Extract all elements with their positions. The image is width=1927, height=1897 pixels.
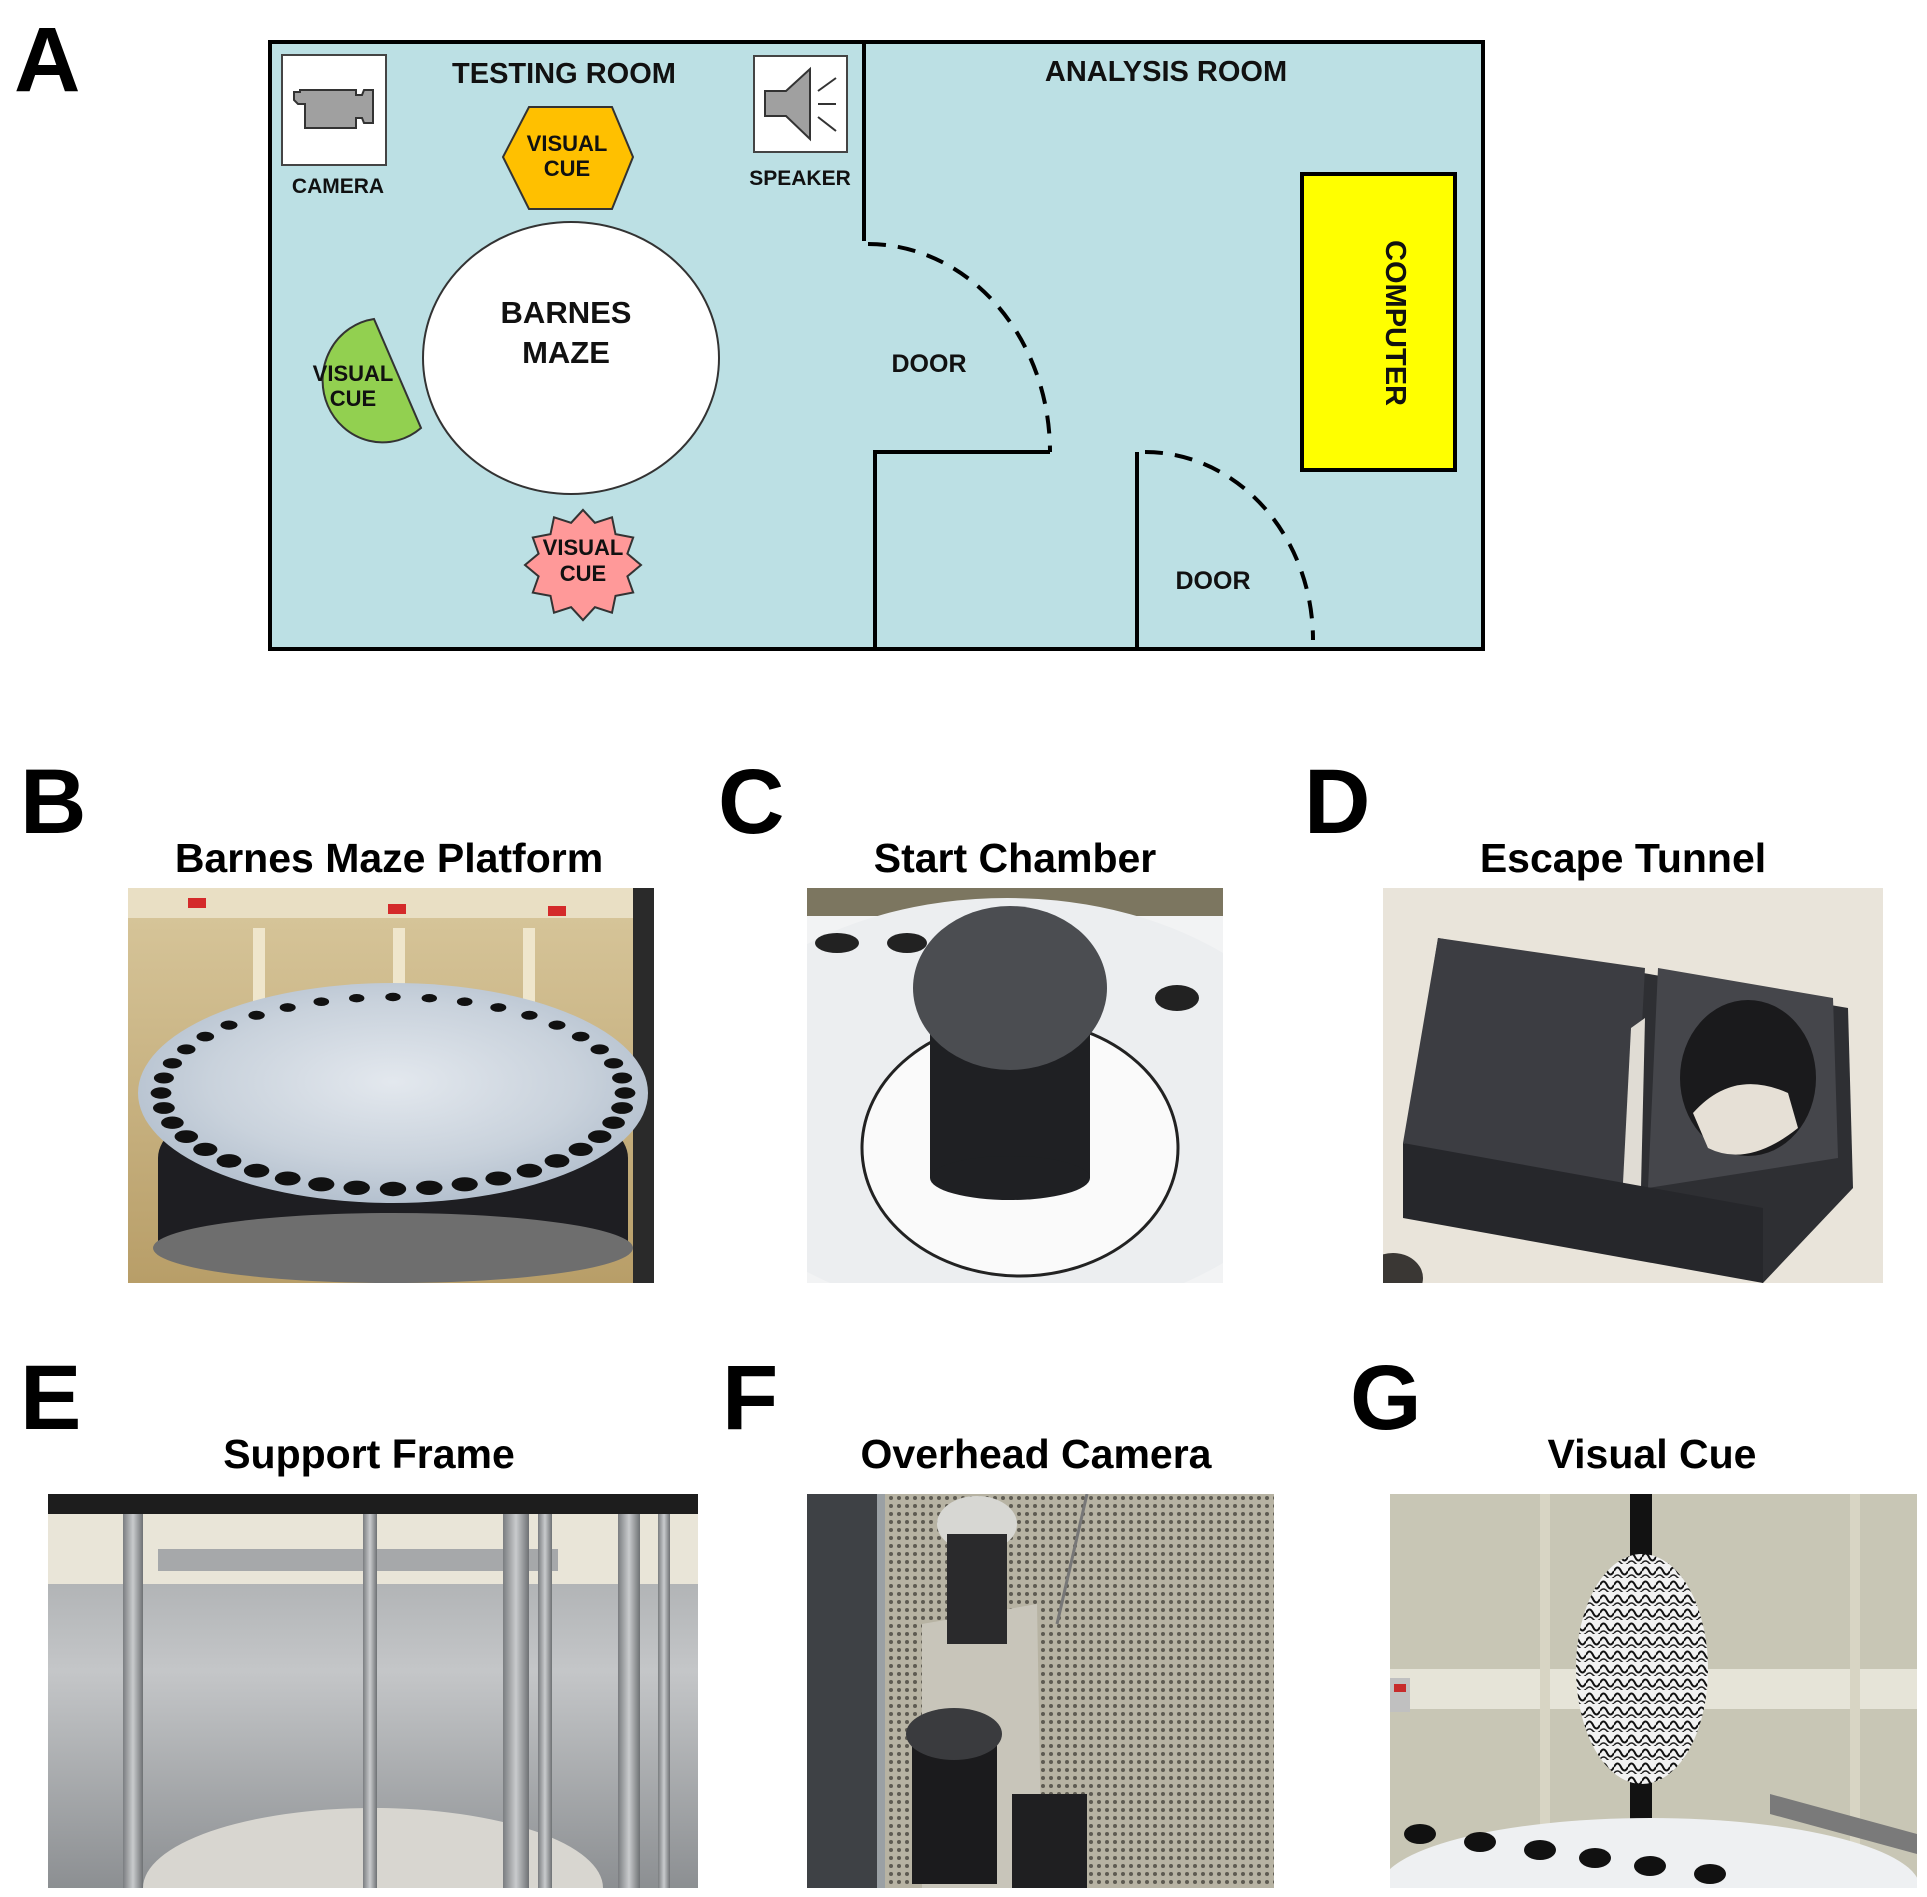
panel-letter-a: A [14, 9, 81, 111]
maze-hole [279, 1003, 296, 1012]
maze-hole [150, 1087, 172, 1099]
maze-hole [612, 1072, 633, 1084]
panel-title-f: Overhead Camera [860, 1431, 1212, 1477]
maze-hole [571, 1031, 590, 1042]
maze-hole [611, 1102, 633, 1114]
maze-hole [1404, 1824, 1436, 1844]
maze-hole [274, 1171, 301, 1186]
support-frame-photo [48, 1494, 698, 1888]
maze-hole [1464, 1832, 1496, 1852]
speaker-box [753, 55, 848, 153]
panel-letter-f: F [722, 1347, 779, 1449]
barnes-maze-label-line1: BARNES [501, 295, 632, 330]
maze-hole [153, 1072, 174, 1084]
visual-cue-star-line1: VISUAL [543, 535, 624, 560]
maze-hole [379, 1181, 407, 1197]
speaker-icon [764, 66, 811, 142]
door-swing-1 [867, 242, 1052, 453]
maze-hole [1579, 1848, 1611, 1868]
visual-cue-star-line2: CUE [560, 561, 606, 586]
maze-hole [451, 1177, 478, 1192]
maze-hole [490, 1003, 507, 1012]
panel-letter-g: G [1350, 1347, 1422, 1449]
maze-hole [1524, 1840, 1556, 1860]
visual-cue-partial-circle-line2: CUE [330, 386, 376, 411]
visual-cue-hexagon-line2: CUE [544, 156, 590, 181]
panel-title-g: Visual Cue [1547, 1431, 1757, 1477]
maze-hole [604, 1058, 624, 1069]
maze-hole [220, 1020, 238, 1030]
maze-hole [590, 1044, 609, 1055]
panel-letter-d: D [1304, 751, 1371, 853]
floor-plan-diagram: CAMERA TESTING ROOM SPEAKER ANALYSIS ROO… [268, 40, 1485, 651]
maze-hole [308, 1177, 335, 1192]
panel-letter-c: C [718, 751, 785, 853]
maze-hole [588, 1130, 612, 1143]
maze-hole [174, 1130, 198, 1143]
door-label-2: DOOR [1176, 567, 1251, 595]
visual-cue-hexagon: VISUAL CUE [501, 106, 635, 210]
maze-hole [485, 1171, 512, 1186]
maze-hole [1694, 1864, 1726, 1884]
maze-hole [161, 1116, 184, 1129]
overhead-camera-photo [807, 1494, 1274, 1888]
barnes-maze-circle: BARNES MAZE [422, 221, 720, 495]
door-label-1: DOOR [892, 350, 967, 378]
maze-hole [248, 1010, 265, 1020]
panel-title-e: Support Frame [223, 1431, 515, 1477]
maze-hole [193, 1142, 218, 1156]
maze-hole [216, 1154, 242, 1168]
maze-hole [153, 1102, 175, 1114]
panel-title-c: Start Chamber [873, 835, 1157, 881]
maze-hole [416, 1180, 443, 1195]
camera-box [281, 54, 387, 166]
visual-cue-hexagon-line1: VISUAL [527, 131, 608, 156]
door-swing-2 [1144, 450, 1315, 641]
barnes-maze-platform-photo [128, 888, 654, 1283]
panel-title-b: Barnes Maze Platform [174, 835, 604, 881]
maze-hole [568, 1142, 593, 1156]
panel-letter-b: B [20, 751, 87, 853]
computer-box: COMPUTER [1300, 172, 1457, 472]
maze-hole [1634, 1856, 1666, 1876]
testing-room-label: TESTING ROOM [452, 58, 676, 90]
maze-hole [177, 1044, 196, 1055]
panel-title-d: Escape Tunnel [1479, 835, 1767, 881]
maze-hole [385, 992, 401, 1002]
visual-cue-partial-circle: VISUAL CUE [313, 317, 423, 444]
visual-cue-star: VISUAL CUE [523, 508, 643, 622]
maze-hole [313, 997, 330, 1006]
speaker-label: SPEAKER [749, 167, 851, 190]
escape-tunnel-photo [1383, 888, 1883, 1283]
maze-hole [349, 994, 365, 1003]
maze-hole [614, 1087, 636, 1099]
maze-hole [544, 1154, 570, 1168]
maze-hole [521, 1010, 538, 1020]
camera-label: CAMERA [292, 175, 384, 198]
maze-hole [548, 1020, 566, 1030]
analysis-room-label: ANALYSIS ROOM [1045, 56, 1287, 88]
visual-cue-photo [1390, 1494, 1917, 1888]
computer-label: COMPUTER [1379, 240, 1411, 406]
maze-hole [421, 994, 437, 1003]
barnes-maze-label-line2: MAZE [522, 335, 610, 370]
panel-letter-e: E [20, 1347, 82, 1449]
maze-hole [162, 1058, 182, 1069]
maze-hole [196, 1031, 215, 1042]
video-camera-icon [293, 89, 374, 129]
maze-hole [516, 1163, 543, 1178]
maze-hole [243, 1163, 270, 1178]
start-chamber-photo [807, 888, 1223, 1283]
maze-hole [456, 997, 473, 1006]
maze-hole [343, 1180, 370, 1195]
visual-cue-partial-circle-line1: VISUAL [313, 361, 394, 386]
maze-hole [602, 1116, 625, 1129]
